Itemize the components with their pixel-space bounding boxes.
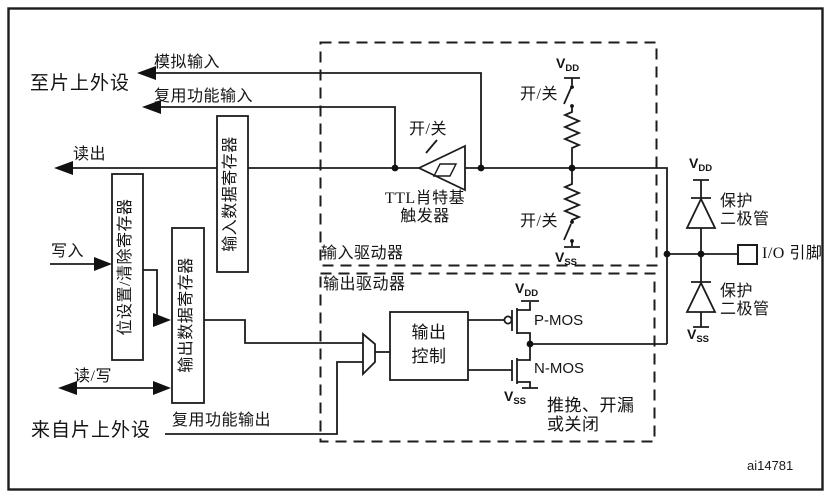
label-write: 写入 [51, 243, 85, 260]
label-vdd-pmos: VDD [515, 280, 539, 300]
arrow-write [94, 257, 112, 271]
vdd-v: V [515, 280, 525, 296]
label-protect-lower-line2: 二极管 [720, 301, 770, 318]
output-driver-box [319, 272, 656, 443]
label-read: 读出 [73, 146, 107, 163]
wire-alt-function-output [165, 361, 363, 435]
wire-bitset-to-outputreg [143, 269, 158, 321]
label-protect-upper-line1: 保护 [720, 193, 754, 210]
label-on-off-trigger: 开/关 [409, 121, 447, 138]
vdd-sub: DD [698, 163, 713, 174]
arrow-alt-input [142, 100, 161, 114]
label-to-peripheral: 至片上外设 [30, 73, 131, 94]
label-nmos: N-MOS [534, 360, 584, 377]
vss-v: V [504, 388, 514, 404]
label-output-mode-line2: 或关闭 [547, 415, 600, 434]
label-output-data-register: 输出数据寄存器 [178, 257, 195, 373]
label-ttl-schmitt: TTL肖特基 触发器 [377, 190, 473, 226]
input-driver-box [319, 41, 658, 267]
label-output-control-line2: 控制 [411, 347, 447, 366]
pulldown-resistor-switch [562, 168, 582, 248]
mux-symbol [362, 332, 376, 377]
label-output-mode: 推挽、开漏 或关闭 [547, 396, 635, 434]
wire-main-input-line [248, 167, 668, 344]
vss-sub: SS [696, 334, 710, 345]
protection-diode-upper [685, 179, 717, 254]
pmos-transistor [503, 300, 539, 344]
input-data-register-box [216, 115, 249, 273]
nmos-transistor [511, 344, 538, 389]
arrow-readwrite-right [153, 381, 171, 395]
label-output-control: 输出 控制 [390, 321, 468, 369]
vss-sub: SS [564, 257, 578, 268]
figure-id: ai14781 [747, 458, 794, 473]
label-on-off-pulldown: 开/关 [520, 213, 558, 230]
output-control-box [389, 311, 469, 381]
arrow-analog-input [137, 66, 156, 80]
label-ttl-schmitt-line1: TTL肖特基 [384, 190, 466, 207]
label-pmos: P-MOS [534, 312, 584, 329]
label-on-off-pullup: 开/关 [520, 86, 558, 103]
wire-analog-input [154, 72, 482, 168]
label-vdd-diode: VDD [689, 155, 713, 175]
vss-v: V [687, 326, 697, 342]
label-alt-function-output: 复用功能输出 [172, 412, 272, 429]
wire-alt-function-input [159, 106, 396, 168]
arrow-readwrite-left [58, 381, 77, 395]
label-vdd-pullup: VDD [556, 55, 580, 75]
wire-outputreg-to-mux [204, 319, 363, 344]
label-input-driver: 输入驱动器 [321, 245, 404, 262]
protection-diode-lower [685, 254, 717, 328]
outer-border [7, 7, 824, 491]
arrow-read [54, 161, 73, 175]
schmitt-trigger [416, 139, 466, 192]
label-io-pin: I/O 引脚 [762, 245, 823, 262]
output-data-register-box [171, 227, 205, 404]
vss-sub: SS [513, 396, 527, 407]
label-from-peripheral: 来自片上外设 [31, 420, 152, 441]
label-input-data-register: 输入数据寄存器 [222, 136, 239, 252]
arrowheads [54, 66, 171, 395]
vdd-v: V [689, 155, 699, 171]
label-output-mode-line1: 推挽、开漏 [547, 396, 635, 415]
label-protect-lower-line1: 保护 [720, 283, 754, 300]
label-vss-diode: VSS [687, 326, 710, 346]
vdd-v: V [556, 55, 566, 71]
pullup-resistor-switch [562, 77, 582, 168]
vss-v: V [555, 249, 565, 265]
label-protect-upper-line2: 二极管 [720, 211, 770, 228]
junction-dots [391, 85, 705, 348]
arrow-bitset-to-outputreg [153, 313, 171, 327]
label-output-driver: 输出驱动器 [323, 276, 406, 293]
label-output-control-line1: 输出 [411, 323, 447, 342]
label-alt-function-input: 复用功能输入 [154, 88, 254, 105]
vdd-sub: DD [565, 63, 580, 74]
label-ttl-schmitt-line2: 触发器 [400, 207, 450, 225]
label-vss-nmos: VSS [504, 388, 527, 408]
bit-set-clear-register-box [111, 173, 144, 361]
label-bit-set-clear-register: 位设置/清除寄存器 [117, 198, 134, 336]
label-read-write: 读/写 [74, 368, 112, 385]
vdd-sub: DD [524, 288, 539, 299]
label-protection-diode-upper: 保护 二极管 [720, 193, 770, 229]
label-vss-pulldown: VSS [555, 249, 578, 269]
io-pin-square [737, 244, 758, 265]
label-analog-input: 模拟输入 [154, 54, 221, 71]
label-protection-diode-lower: 保护 二极管 [720, 283, 770, 319]
